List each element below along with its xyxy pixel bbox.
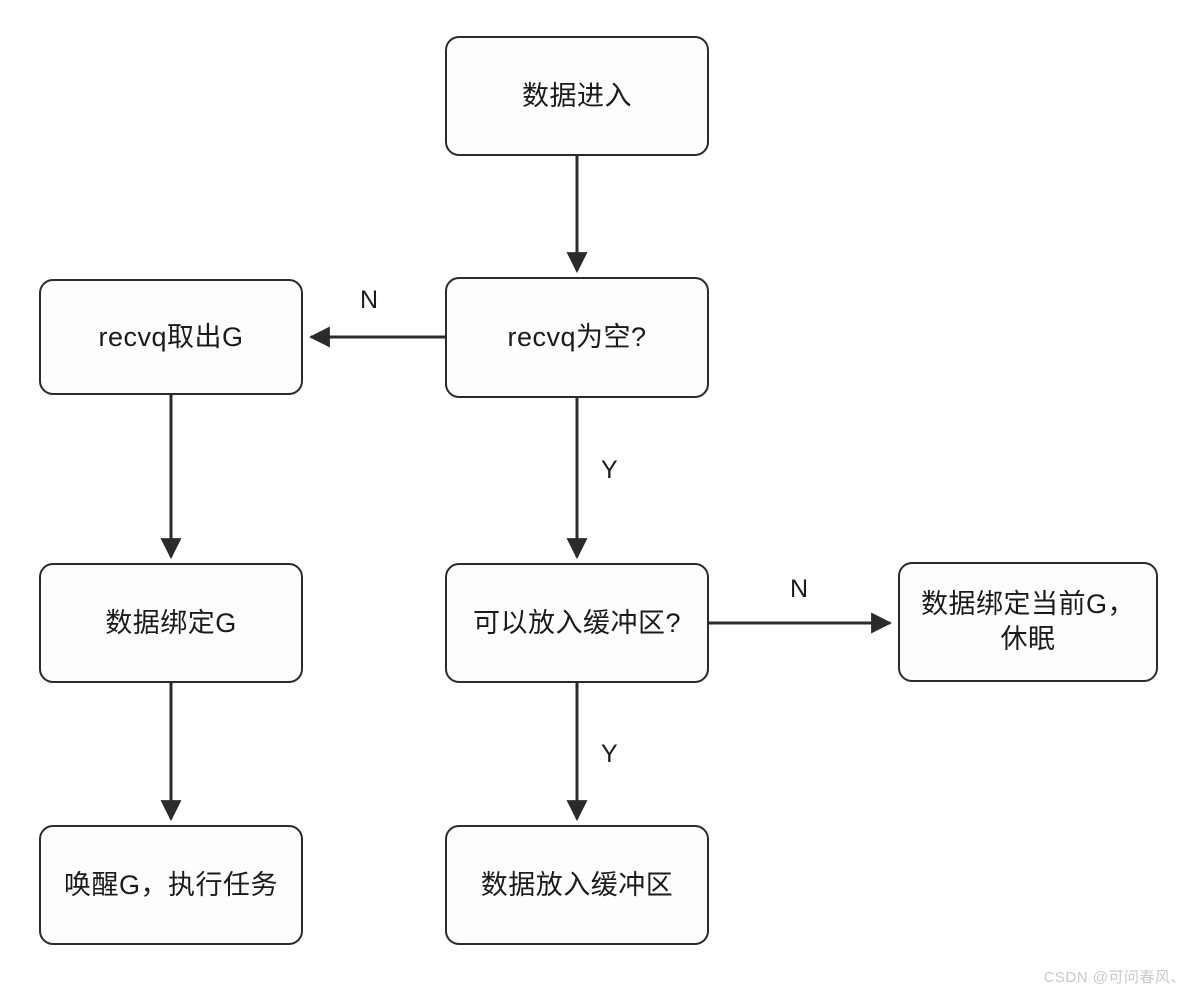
node-bind-g-label: 数据绑定G: [105, 607, 237, 638]
node-bind-sleep-label: 数据绑定当前G，休眠: [920, 589, 1135, 654]
node-bind-g[interactable]: 数据绑定G: [39, 563, 303, 683]
node-buffer-ok[interactable]: 可以放入缓冲区?: [445, 563, 709, 683]
edge-label-buffer-ok-yes: Y: [601, 740, 618, 768]
node-wake-g[interactable]: 唤醒G，执行任务: [39, 825, 303, 945]
node-wake-g-label: 唤醒G，执行任务: [63, 869, 278, 900]
edge-label-recvq-empty-no: N: [360, 286, 379, 314]
edge-label-buffer-ok-no: N: [790, 575, 809, 603]
node-data-in[interactable]: 数据进入: [445, 36, 709, 156]
node-buffer-ok-label: 可以放入缓冲区?: [472, 607, 682, 638]
csdn-watermark: CSDN @可问春风、: [1043, 969, 1186, 986]
node-to-buffer[interactable]: 数据放入缓冲区: [445, 825, 709, 945]
node-bind-sleep[interactable]: 数据绑定当前G，休眠: [898, 562, 1158, 682]
node-recvq-pop-label: recvq取出G: [98, 321, 244, 352]
edge-label-recvq-empty-yes: Y: [601, 456, 618, 484]
node-to-buffer-label: 数据放入缓冲区: [480, 869, 674, 900]
node-data-in-label: 数据进入: [522, 80, 632, 111]
node-recvq-pop[interactable]: recvq取出G: [39, 279, 303, 395]
node-recvq-empty[interactable]: recvq为空?: [445, 277, 709, 398]
node-recvq-empty-label: recvq为空?: [507, 322, 647, 353]
